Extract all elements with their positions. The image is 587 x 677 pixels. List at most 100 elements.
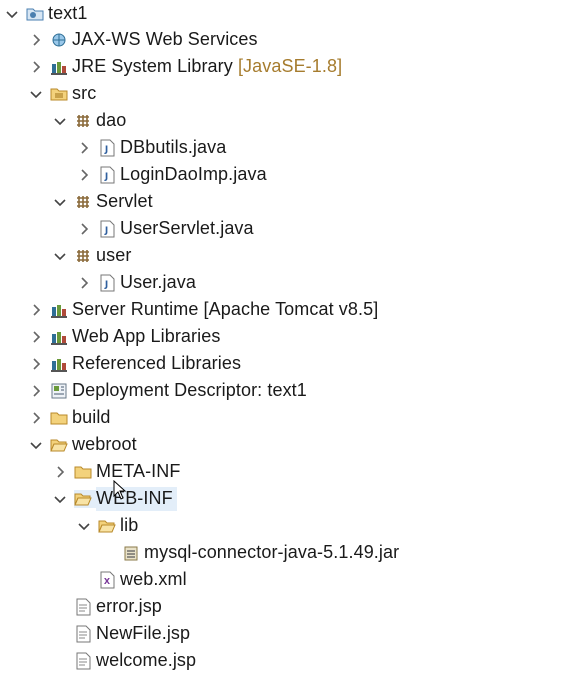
tree-spacer xyxy=(76,572,92,588)
chevron-down-icon[interactable] xyxy=(4,6,20,22)
tree-spacer xyxy=(100,545,116,561)
tree-item-label: WEB-INF xyxy=(96,486,177,511)
chevron-right-icon[interactable] xyxy=(52,464,68,480)
java-file-icon xyxy=(98,166,116,184)
library-icon xyxy=(50,328,68,346)
chevron-right-icon[interactable] xyxy=(28,356,44,372)
web-services-icon xyxy=(50,31,68,49)
tree-item-user[interactable]: user xyxy=(0,242,587,269)
tree-item-label: User.java xyxy=(120,272,196,292)
tree-item-logindao[interactable]: LoginDaoImp.java xyxy=(0,161,587,188)
tree-item-label: DBbutils.java xyxy=(120,137,227,157)
tree-item-metainf[interactable]: META-INF xyxy=(0,458,587,485)
chevron-down-icon[interactable] xyxy=(52,491,68,507)
tree-item-lib[interactable]: lib xyxy=(0,512,587,539)
library-icon xyxy=(50,301,68,319)
tree-item-label: mysql-connector-java-5.1.49.jar xyxy=(144,542,400,562)
tree-item-label: JRE System Library [JavaSE-1.8] xyxy=(72,56,342,77)
tree-item-label: welcome.jsp xyxy=(96,650,197,670)
chevron-right-icon[interactable] xyxy=(28,410,44,426)
tree-item-reflibs[interactable]: Referenced Libraries xyxy=(0,350,587,377)
tree-item-userservlet[interactable]: UserServlet.java xyxy=(0,215,587,242)
tree-item-label: Server Runtime [Apache Tomcat v8.5] xyxy=(72,299,379,319)
chevron-down-icon[interactable] xyxy=(28,437,44,453)
tree-item-webinf[interactable]: WEB-INF xyxy=(0,485,587,512)
chevron-right-icon[interactable] xyxy=(28,59,44,75)
tree-item-jre[interactable]: JRE System Library [JavaSE-1.8] xyxy=(0,53,587,80)
tree-item-project[interactable]: text1 xyxy=(0,0,587,27)
jsp-file-icon xyxy=(74,652,92,670)
source-folder-icon xyxy=(50,85,68,103)
chevron-down-icon[interactable] xyxy=(52,113,68,129)
tree-item-label: Web App Libraries xyxy=(72,326,221,346)
tree-item-userjava[interactable]: User.java xyxy=(0,269,587,296)
tree-item-webxml[interactable]: web.xml xyxy=(0,566,587,593)
tree-item-label: user xyxy=(96,245,132,265)
tree-item-label: JAX-WS Web Services xyxy=(72,29,258,49)
chevron-down-icon[interactable] xyxy=(76,518,92,534)
folder-icon xyxy=(50,409,68,427)
tree-item-webroot[interactable]: webroot xyxy=(0,431,587,458)
chevron-right-icon[interactable] xyxy=(28,329,44,345)
tree-item-label: UserServlet.java xyxy=(120,218,254,238)
chevron-right-icon[interactable] xyxy=(28,383,44,399)
folder-open-icon xyxy=(98,517,116,535)
tree-item-label: NewFile.jsp xyxy=(96,623,191,643)
tree-spacer xyxy=(52,653,68,669)
chevron-right-icon[interactable] xyxy=(76,140,92,156)
jre-version-decoration: [JavaSE-1.8] xyxy=(237,56,343,76)
chevron-right-icon[interactable] xyxy=(76,167,92,183)
folder-open-icon xyxy=(74,489,96,508)
tree-item-build[interactable]: build xyxy=(0,404,587,431)
tree-item-src[interactable]: src xyxy=(0,80,587,107)
tree-item-label: lib xyxy=(120,515,139,535)
tree-item-dao[interactable]: dao xyxy=(0,107,587,134)
tree-item-errorjsp[interactable]: error.jsp xyxy=(0,593,587,620)
jar-file-icon xyxy=(122,544,140,562)
tree-item-label: Servlet xyxy=(96,191,153,211)
xml-file-icon xyxy=(98,571,116,589)
tree-item-label: src xyxy=(72,83,97,103)
jre-label: JRE System Library xyxy=(72,56,233,76)
chevron-right-icon[interactable] xyxy=(76,221,92,237)
tree-item-label: text1 xyxy=(48,3,88,23)
chevron-right-icon[interactable] xyxy=(28,32,44,48)
tree-item-label: META-INF xyxy=(96,461,181,481)
tree-item-newfile[interactable]: NewFile.jsp xyxy=(0,620,587,647)
deployment-descriptor-icon xyxy=(50,382,68,400)
tree-item-deploy[interactable]: Deployment Descriptor: text1 xyxy=(0,377,587,404)
tree-item-label: webroot xyxy=(72,434,137,454)
tree-item-label: dao xyxy=(96,110,127,130)
jsp-file-icon xyxy=(74,598,92,616)
java-file-icon xyxy=(98,274,116,292)
package-icon xyxy=(74,112,92,130)
tree-item-jaxws[interactable]: JAX-WS Web Services xyxy=(0,26,587,53)
package-icon xyxy=(74,247,92,265)
chevron-right-icon[interactable] xyxy=(28,302,44,318)
tree-item-webapplibs[interactable]: Web App Libraries xyxy=(0,323,587,350)
tree-item-label: Referenced Libraries xyxy=(72,353,242,373)
java-file-icon xyxy=(98,220,116,238)
tree-item-label: build xyxy=(72,407,111,427)
jsp-file-icon xyxy=(74,625,92,643)
chevron-right-icon[interactable] xyxy=(76,275,92,291)
tree-item-servlet[interactable]: Servlet xyxy=(0,188,587,215)
tree-item-serverruntime[interactable]: Server Runtime [Apache Tomcat v8.5] xyxy=(0,296,587,323)
java-file-icon xyxy=(98,139,116,157)
folder-icon xyxy=(74,463,92,481)
tree-spacer xyxy=(52,599,68,615)
tree-item-label: LoginDaoImp.java xyxy=(120,164,267,184)
tree-item-label: web.xml xyxy=(120,569,187,589)
tree-item-mysql-jar[interactable]: mysql-connector-java-5.1.49.jar xyxy=(0,539,587,566)
chevron-down-icon[interactable] xyxy=(52,248,68,264)
tree-spacer xyxy=(52,626,68,642)
chevron-down-icon[interactable] xyxy=(28,86,44,102)
library-icon xyxy=(50,58,68,76)
tree-item-dbutils[interactable]: DBbutils.java xyxy=(0,134,587,161)
tree-item-welcome[interactable]: welcome.jsp xyxy=(0,647,587,674)
chevron-down-icon[interactable] xyxy=(52,194,68,210)
library-icon xyxy=(50,355,68,373)
project-icon xyxy=(26,5,44,23)
package-icon xyxy=(74,193,92,211)
